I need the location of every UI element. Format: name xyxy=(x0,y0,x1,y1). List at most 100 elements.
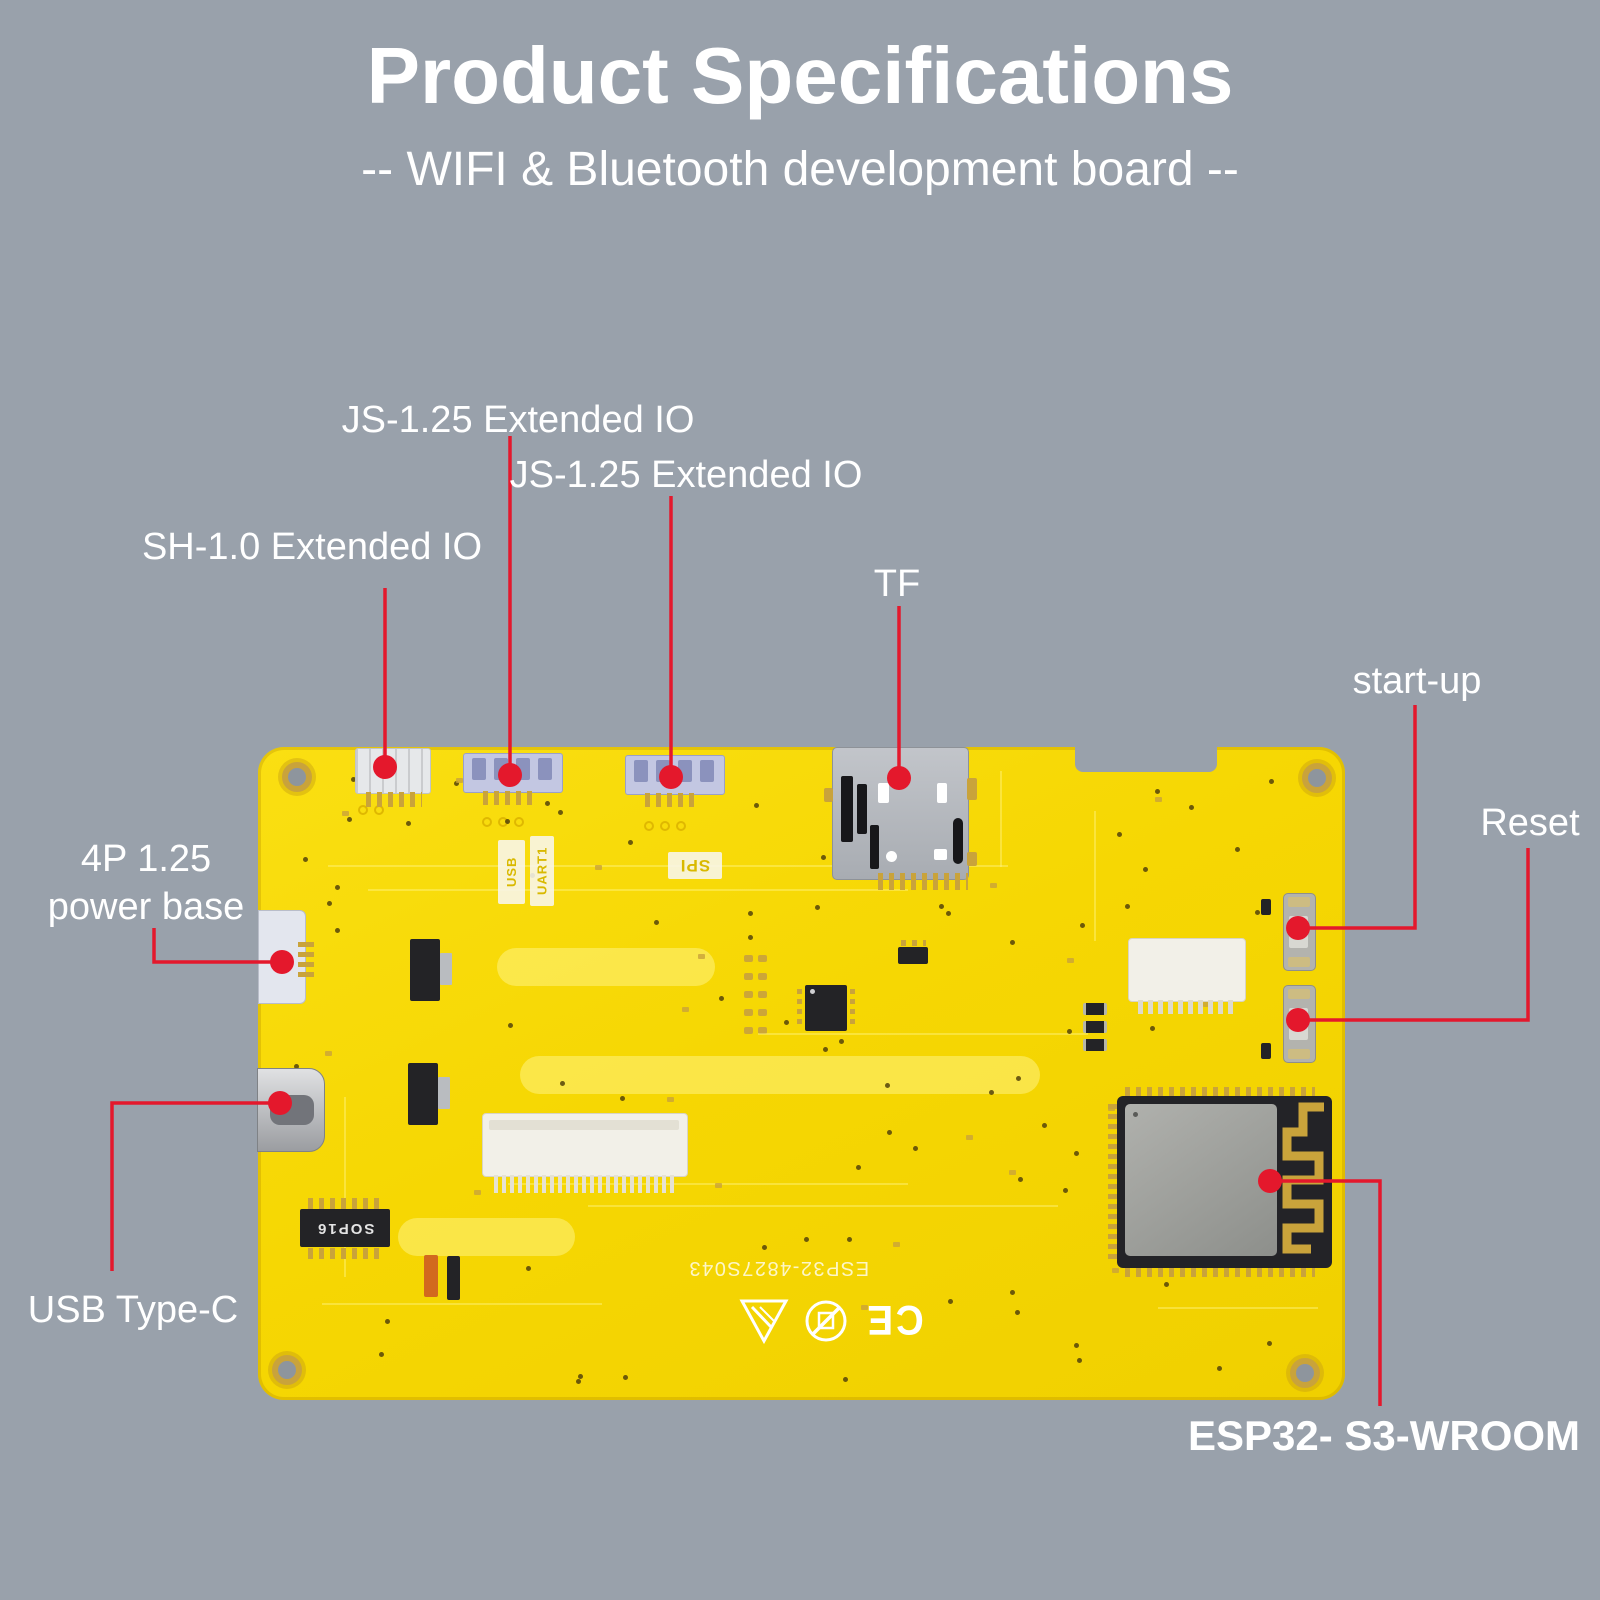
weee-no-bin-icon xyxy=(805,1300,847,1342)
via-dot xyxy=(347,817,352,822)
via-dot xyxy=(1010,940,1015,945)
via-dot xyxy=(1189,805,1194,810)
solder-pad xyxy=(990,883,997,888)
via-dot xyxy=(351,777,356,782)
via-dot xyxy=(1143,867,1148,872)
lcd-ffc-connector xyxy=(482,1113,688,1177)
capacitor xyxy=(1083,1003,1107,1015)
small-component xyxy=(1261,1043,1271,1059)
via-dot xyxy=(385,1319,390,1324)
via-dot xyxy=(628,840,633,845)
via-dot xyxy=(303,857,308,862)
via-dot xyxy=(1269,779,1274,784)
usb-type-c-connector xyxy=(257,1068,325,1152)
solder-pad xyxy=(966,1135,973,1140)
fpc-connector-pins xyxy=(1138,1000,1234,1014)
module-pads-left xyxy=(1108,1104,1117,1260)
wifi-antenna-icon xyxy=(1282,1102,1324,1254)
regulator-1-tab xyxy=(440,953,452,985)
via-dot xyxy=(576,1379,581,1384)
reset-button xyxy=(1283,985,1316,1063)
module-rf-shield xyxy=(1125,1104,1277,1256)
tf-card-slot xyxy=(824,747,977,880)
via-dot xyxy=(847,1237,852,1242)
via-dot xyxy=(1018,1177,1023,1182)
tantalum-capacitor xyxy=(424,1255,438,1297)
via-dot xyxy=(1255,910,1260,915)
ce-mark: CE xyxy=(864,1297,924,1344)
callout-label-usbc: USB Type-C xyxy=(27,1289,239,1331)
via-dot xyxy=(454,781,459,786)
via-dot xyxy=(821,855,826,860)
via-dot xyxy=(1267,1341,1272,1346)
js-1.25-connector-2 xyxy=(625,755,725,795)
sh-1.0-connector xyxy=(355,748,431,794)
pcb-trace xyxy=(1158,1307,1318,1309)
via-dot xyxy=(719,996,724,1001)
module-pads-top xyxy=(1125,1087,1315,1096)
solder-pad xyxy=(698,954,705,959)
solder-pad xyxy=(1112,1268,1119,1273)
solder-pad xyxy=(474,1190,481,1195)
spi-silkscreen-tag: SPI xyxy=(668,852,722,879)
pcb-board: SOP16 USB UART1 SPI ESP32-4827S043 xyxy=(257,745,1345,1400)
callout-label-sh: SH-1.0 Extended IO xyxy=(141,526,483,568)
callout-label-power: 4P 1.25 power base xyxy=(48,836,244,931)
solder-pad xyxy=(1067,958,1074,963)
fpc-connector xyxy=(1128,938,1246,1002)
via-dot xyxy=(1074,1151,1079,1156)
esp32-s3-wroom-module xyxy=(1117,1096,1332,1268)
via-dot xyxy=(989,1090,994,1095)
sop16-pins-bottom xyxy=(308,1248,384,1259)
via-dot xyxy=(335,885,340,890)
js-connector-1-pins xyxy=(483,791,535,805)
uart-silkscreen-tag: UART1 xyxy=(530,836,554,906)
solder-pad xyxy=(456,778,463,783)
via-dot xyxy=(1063,1188,1068,1193)
pcb-trace xyxy=(322,1303,602,1305)
via-dot xyxy=(1077,1358,1082,1363)
via-dot xyxy=(508,1023,513,1028)
small-ic xyxy=(898,947,928,964)
solder-pad xyxy=(325,1051,332,1056)
solder-pad xyxy=(595,865,602,870)
callout-label-js1: JS-1.25 Extended IO xyxy=(341,399,695,441)
recycle-triangle-icon xyxy=(739,1299,789,1344)
via-dot xyxy=(379,1352,384,1357)
via-dot xyxy=(654,920,659,925)
via-dot xyxy=(1074,1343,1079,1348)
voltage-regulator-2 xyxy=(408,1063,438,1125)
touch-controller-chip xyxy=(805,985,847,1031)
usb-silkscreen-tag: USB xyxy=(498,840,525,904)
via-dot xyxy=(939,904,944,909)
via-dot xyxy=(1235,847,1240,852)
via-dot xyxy=(1164,1282,1169,1287)
pcb-trace xyxy=(1000,771,1002,867)
trace-highlight-bar xyxy=(520,1056,1040,1094)
trace-highlight-bar xyxy=(398,1218,575,1256)
callout-label-power-line2: power base xyxy=(47,885,245,928)
via-dot xyxy=(558,810,563,815)
via-dot xyxy=(335,928,340,933)
via-dot xyxy=(748,911,753,916)
solder-pad xyxy=(682,1007,689,1012)
solder-pad xyxy=(1009,1170,1016,1175)
pcb-trace xyxy=(508,1183,908,1185)
regulator-2-tab xyxy=(438,1077,450,1109)
power-base-pins xyxy=(298,942,314,982)
callout-label-tf: TF xyxy=(873,563,921,605)
via-dot xyxy=(754,803,759,808)
mounting-hole-bottom-left xyxy=(272,1355,302,1385)
via-dot xyxy=(294,1064,299,1069)
via-dot xyxy=(1155,789,1160,794)
pcb-trace xyxy=(588,1205,1058,1207)
pcb-model-silkscreen: ESP32-4827S043 xyxy=(688,1257,870,1279)
via-dot xyxy=(327,901,332,906)
via-dot xyxy=(948,1299,953,1304)
callout-label-reset: Reset xyxy=(1480,802,1580,844)
chip-pins-left xyxy=(797,989,802,1027)
via-dot xyxy=(1067,1029,1072,1034)
pcb-trace xyxy=(758,1033,1088,1035)
solder-pad xyxy=(667,1097,674,1102)
